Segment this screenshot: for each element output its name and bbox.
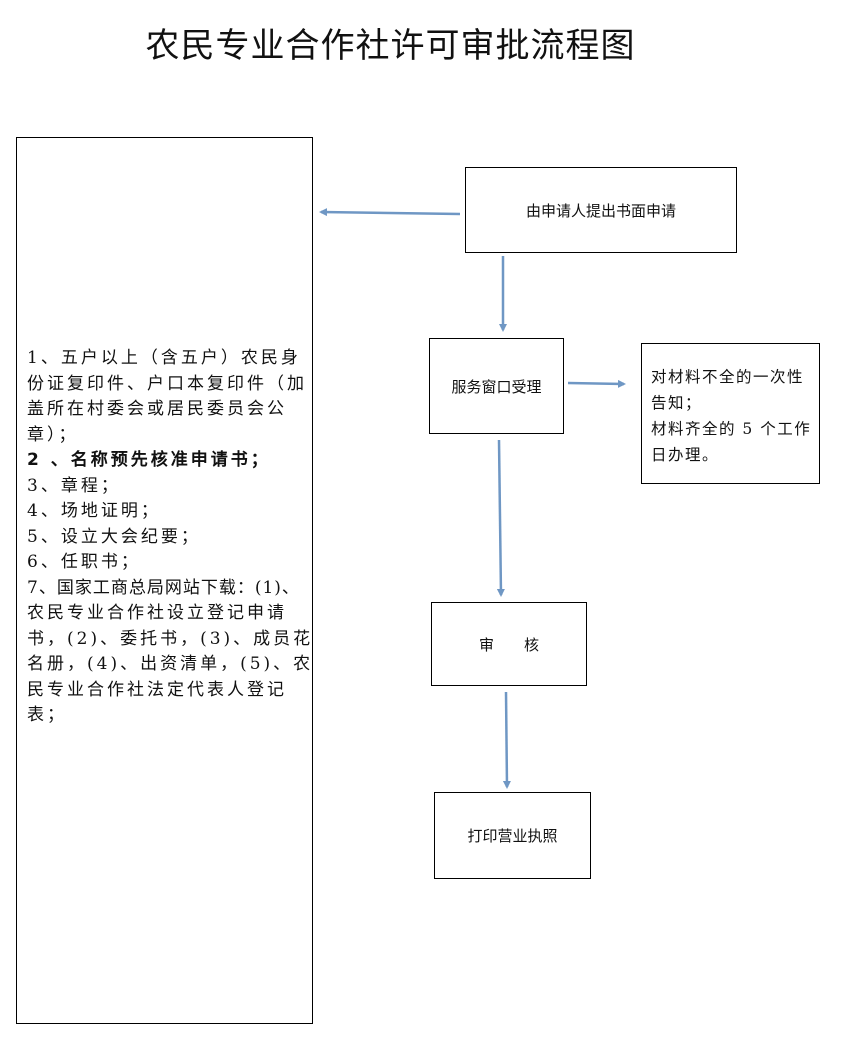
notice-box: 对材料不全的一次性 告知； 材料齐全的 5 个工作 日办理。 — [641, 343, 820, 484]
step-review: 审 核 — [431, 602, 587, 686]
step-apply: 由申请人提出书面申请 — [465, 167, 737, 253]
step-accept-label: 服务窗口受理 — [451, 377, 542, 396]
materials-line: 5、设立大会纪要； — [27, 526, 201, 547]
step-apply-label: 由申请人提出书面申请 — [525, 201, 676, 220]
arrow-review-to-print — [502, 691, 511, 789]
materials-line: 民专业合作社法定代表人登记 — [27, 679, 287, 700]
materials-line: 3、章程； — [27, 475, 121, 496]
materials-line: 表； — [27, 705, 67, 725]
notice-line: 对材料不全的一次性 — [651, 368, 805, 386]
step-print-label: 打印营业执照 — [467, 827, 558, 845]
notice-line: 材料齐全的 5 个工作 — [651, 420, 812, 438]
page-title: 农民专业合作社许可审批流程图 — [145, 26, 636, 66]
materials-line: 7、国家工商总局网站下载：(1)、 — [27, 577, 300, 598]
materials-box: 1、五户以上（含五户）农民身 份证复印件、户口本复印件（加 盖所在村委会或居民委… — [16, 137, 313, 1024]
step-accept: 服务窗口受理 — [429, 338, 564, 434]
materials-line: 名册，(4)、出资清单，(5)、农 — [27, 654, 314, 674]
notice-line: 日办理。 — [651, 446, 720, 464]
materials-line: 2 、名称预先核准申请书； — [27, 450, 271, 470]
step-print: 打印营业执照 — [434, 792, 591, 879]
step-review-label: 审 核 — [478, 635, 539, 654]
materials-line: 4、场地证明； — [27, 501, 161, 521]
materials-line: 6、任职书； — [27, 552, 141, 572]
arrow-apply-to-materials — [319, 208, 461, 217]
materials-list: 1、五户以上（含五户）农民身 份证复印件、户口本复印件（加 盖所在村委会或居民委… — [27, 346, 313, 729]
notice-line: 告知； — [651, 394, 703, 412]
materials-line: 农民专业合作社设立登记申请 — [27, 603, 287, 623]
materials-line: 盖所在村委会或居民委员会公 — [27, 399, 287, 419]
materials-line: 份证复印件、户口本复印件（加 — [27, 373, 307, 394]
materials-line: 书，(2)、委托书，(3)、成员花 — [27, 628, 314, 649]
arrow-accept-to-notice — [567, 379, 626, 388]
arrow-accept-to-review — [496, 439, 505, 597]
materials-line: 1、五户以上（含五户）农民身 — [27, 348, 301, 368]
materials-line: 章）； — [27, 424, 79, 445]
